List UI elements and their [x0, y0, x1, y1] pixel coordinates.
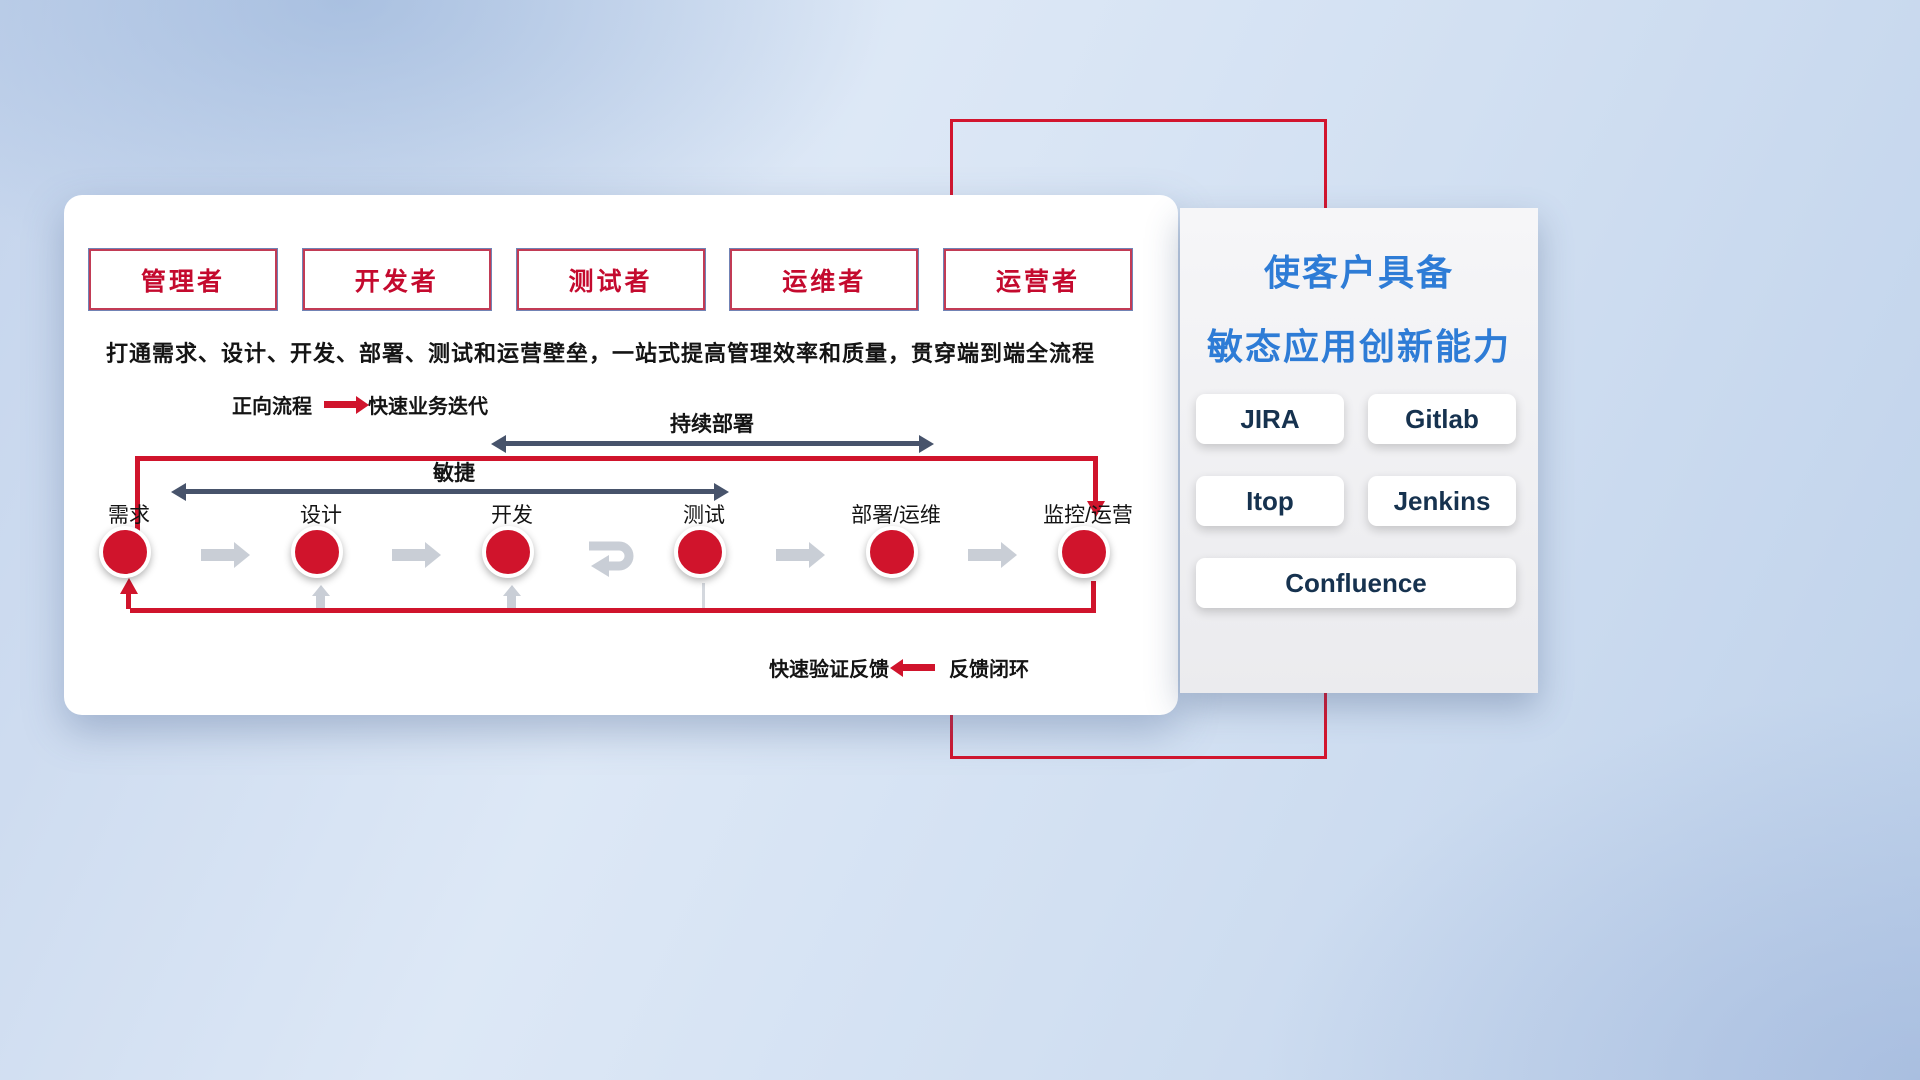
- capability-panel: 使客户具备 敏态应用创新能力 JIRA Gitlab Itop Jenkins …: [1180, 208, 1538, 693]
- role-box-tester: 测试者: [515, 248, 706, 311]
- stage-label-development: 开发: [491, 504, 533, 527]
- stage-label-monitor-ops: 监控/运营: [1043, 504, 1133, 527]
- feedback-thin-connector: [702, 583, 705, 610]
- panel-title-line1: 使客户具备: [1263, 252, 1454, 293]
- agile-span-double-arrow-icon: [186, 489, 714, 494]
- role-label-operator: 运营者: [995, 267, 1080, 296]
- feedback-loop-down-arrowhead-icon: [1087, 501, 1105, 517]
- role-label-tester: 测试者: [568, 267, 653, 296]
- role-row: 管理者 开发者 测试者 运维者 运营者: [88, 248, 1133, 311]
- tool-button-gitlab: Gitlab: [1368, 394, 1516, 444]
- tool-button-jenkins: Jenkins: [1368, 476, 1516, 526]
- agile-span-label: 敏捷: [433, 462, 475, 485]
- feedback-up-arrow-icon: [507, 596, 516, 608]
- legend-forward-desc: 快速业务迭代: [368, 396, 488, 418]
- stage-label-deploy-ops: 部署/运维: [851, 504, 941, 527]
- role-label-ops: 运维者: [782, 267, 867, 296]
- stage-node-requirements: [99, 526, 151, 578]
- stage-node-monitor-ops: [1058, 526, 1110, 578]
- role-label-developer: 开发者: [354, 267, 439, 296]
- legend-feedback-label: 快速验证反馈: [769, 659, 889, 681]
- feedback-loop-up-arrowhead-icon: [120, 578, 138, 594]
- feedback-loop-left-bottom-segment: [126, 593, 131, 609]
- stage-node-deploy-ops: [866, 526, 918, 578]
- tool-button-confluence: Confluence: [1196, 558, 1516, 608]
- feedback-arrow-icon: [903, 664, 935, 671]
- role-box-manager: 管理者: [88, 248, 278, 311]
- stage-label-requirements: 需求: [108, 504, 150, 527]
- role-box-developer: 开发者: [301, 248, 492, 311]
- stage-arrow-icon: [968, 549, 1001, 561]
- forward-arrow-icon: [324, 401, 356, 408]
- role-box-ops: 运维者: [729, 248, 920, 311]
- iteration-loop-icon: [589, 541, 634, 577]
- legend-feedback-desc: 反馈闭环: [949, 659, 1029, 681]
- stage-arrow-icon: [201, 549, 234, 561]
- role-box-operator: 运营者: [943, 248, 1133, 311]
- card-subtitle: 打通需求、设计、开发、部署、测试和运营壁垒，一站式提高管理效率和质量，贯穿端到端…: [106, 341, 1096, 366]
- cd-span-double-arrow-icon: [506, 441, 919, 446]
- stage-label-testing: 测试: [683, 504, 725, 527]
- feedback-loop-bottom-line: [130, 608, 1096, 613]
- stage-label-design: 设计: [300, 504, 342, 527]
- legend-forward-label: 正向流程: [232, 396, 312, 418]
- feedback-loop-left-top-segment: [135, 456, 140, 534]
- tool-grid: JIRA Gitlab Itop Jenkins Confluence: [1196, 394, 1516, 608]
- stage-node-testing: [674, 526, 726, 578]
- role-label-manager: 管理者: [140, 267, 225, 296]
- feedback-loop-right-top-segment: [1093, 456, 1098, 503]
- feedback-up-arrow-icon: [316, 596, 325, 608]
- stage-node-development: [482, 526, 534, 578]
- feedback-loop-top-line: [135, 456, 1098, 461]
- stage-arrow-icon: [392, 549, 425, 561]
- legend-feedback: 快速验证反馈 反馈闭环: [769, 653, 1029, 682]
- tool-button-itop: Itop: [1196, 476, 1344, 526]
- legend-forward: 正向流程 快速业务迭代: [232, 390, 488, 419]
- tool-button-jira: JIRA: [1196, 394, 1344, 444]
- feedback-loop-right-bottom-segment: [1091, 581, 1096, 610]
- panel-title-line2: 敏态应用创新能力: [1206, 326, 1511, 367]
- stage-node-design: [291, 526, 343, 578]
- cd-span-label: 持续部署: [670, 413, 754, 436]
- stage-arrow-icon: [776, 549, 809, 561]
- devops-flow-card: 管理者 开发者 测试者 运维者 运营者 打通需求、设计、开发、部署、测试和运营壁…: [64, 195, 1178, 715]
